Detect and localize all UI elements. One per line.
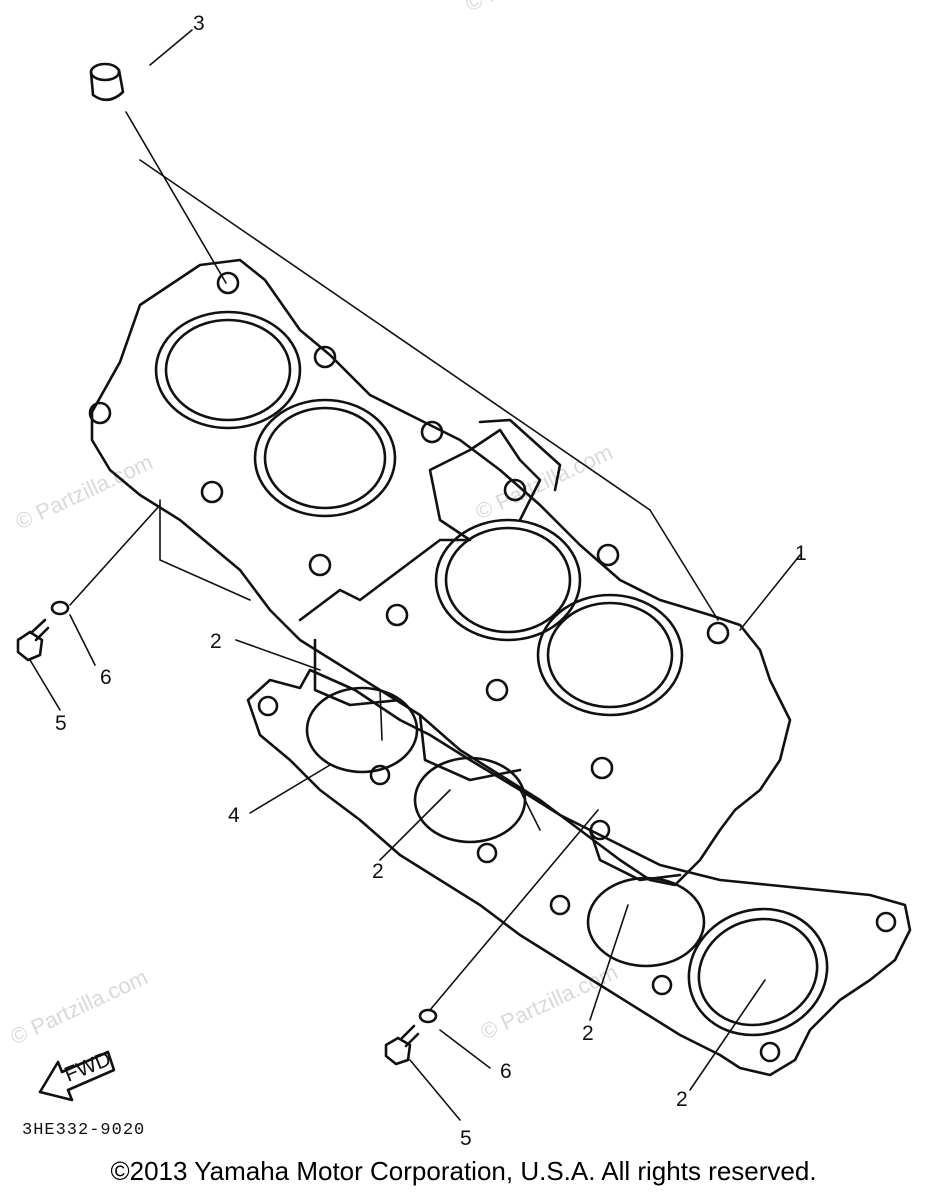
callout-1: 1 [795, 542, 807, 565]
bolt-right [384, 1024, 420, 1066]
callout-2-lower: 2 [582, 1022, 594, 1045]
callout-5-left: 5 [55, 712, 67, 735]
dowel-pin [89, 62, 125, 102]
callout-2-upper: 2 [210, 630, 222, 653]
leader-lines [29, 29, 801, 1121]
callout-6-right: 6 [500, 1060, 512, 1083]
washer-right [418, 1008, 438, 1024]
callout-2-middle: 2 [372, 860, 384, 883]
callout-2-right: 2 [676, 1088, 688, 1111]
cylinder-block [88, 258, 792, 887]
copyright-notice: ©2013 Yamaha Motor Corporation, U.S.A. A… [110, 1156, 817, 1186]
washer-left [50, 600, 70, 616]
callout-3: 3 [193, 12, 205, 35]
watermark-bottom-center: © Partzilla.com [477, 959, 622, 1044]
callout-4: 4 [228, 804, 240, 827]
diagram-part-code: 3HE332-9020 [22, 1121, 145, 1140]
bolt-left [16, 618, 50, 662]
watermark-bottom-left: © Partzilla.com [7, 964, 152, 1049]
forward-arrow-icon: FWD [38, 1047, 116, 1102]
watermark-top: © Partzilla.com [462, 0, 607, 17]
callout-5-right: 5 [460, 1127, 472, 1150]
callout-6-left: 6 [100, 666, 112, 689]
cylinder-base-gasket [246, 668, 912, 1077]
